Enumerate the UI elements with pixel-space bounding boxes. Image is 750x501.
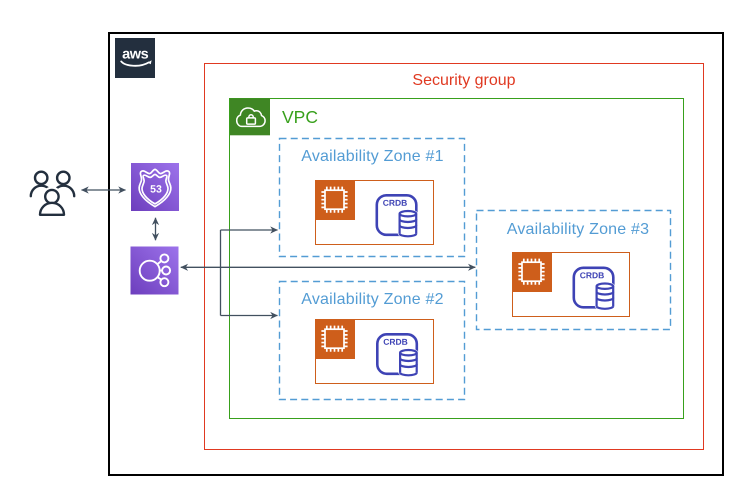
svg-text:CRDB: CRDB <box>383 198 408 208</box>
svg-text:53: 53 <box>150 183 162 195</box>
svg-text:aws: aws <box>122 46 149 62</box>
